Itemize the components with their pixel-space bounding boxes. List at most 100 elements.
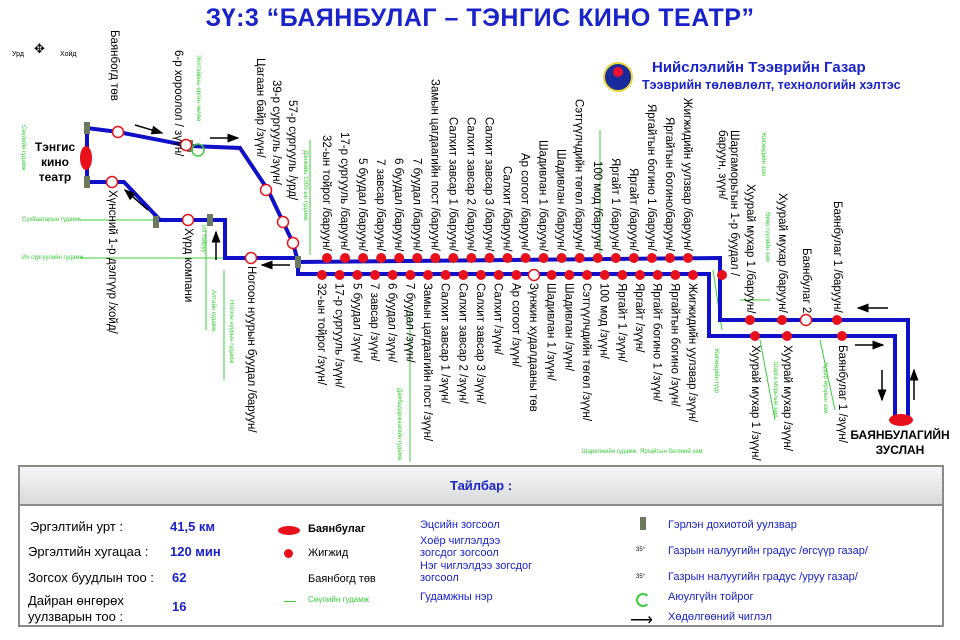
- terminal-start-label: Тэнгис кино театр: [34, 140, 76, 184]
- stop-marker: [244, 251, 258, 265]
- stop-marker: [592, 253, 603, 263]
- stop-label: Хуурай мухар 1 /баруун/: [744, 183, 756, 313]
- traffic-light-icon: [207, 214, 213, 226]
- traffic-light-icon: [295, 256, 301, 268]
- stop-marker: [520, 253, 531, 263]
- compass-west: Урд: [12, 51, 24, 58]
- stop-label: Яргайт 1 /баруун/: [608, 158, 621, 251]
- stop-marker: [334, 270, 345, 280]
- stop-label: 57-р сургууль /урд/: [286, 100, 298, 201]
- street-label: Хүдэр мухрын зам: [822, 362, 828, 414]
- compass-arrows-icon: ✥: [34, 41, 45, 56]
- stop-label: 5 буудал /зүүн/: [350, 283, 363, 363]
- stop-marker: [476, 270, 486, 280]
- stop-marker: [179, 138, 193, 152]
- stop-marker: [484, 253, 495, 263]
- stop-marker: [717, 270, 727, 280]
- stop-marker: [111, 125, 125, 139]
- traffic-light-icon: [84, 122, 90, 134]
- stop-label: Зүнжин худалдааны төв: [527, 283, 539, 412]
- stop-marker: [837, 331, 847, 341]
- legend-stop-icon: [284, 549, 293, 558]
- stop-label: Хуурай мухар /зүүн/: [781, 345, 793, 452]
- stop-label: 100 мод /баруун/: [590, 161, 603, 251]
- street-label: Жигжидийн гүүр: [713, 348, 719, 394]
- stop-marker: [574, 253, 585, 263]
- slope-up-icon: 35°: [636, 547, 646, 553]
- stop-label: Яргайт /баруун/: [626, 167, 639, 251]
- stop-marker: [527, 268, 541, 282]
- org-logo: [603, 62, 633, 92]
- legend-street-sample: Сөүлийн гудамж: [308, 595, 370, 604]
- stop-marker: [370, 270, 380, 280]
- stop-label: Жигжидийн уулзвар /баруун/: [681, 98, 693, 251]
- stop-marker: [394, 253, 405, 263]
- stop-marker: [317, 270, 327, 280]
- stop-marker: [448, 253, 459, 263]
- stat-length-label: Эргэлтийн урт :: [30, 519, 123, 534]
- stat-stops-value: 62: [172, 570, 187, 585]
- stop-label: 17-р сургууль /зүүн/: [332, 283, 345, 388]
- stop-label: Салхит завсар 2 /зүүн/: [456, 283, 469, 404]
- roundabout-icon: [191, 143, 205, 157]
- stop-marker: [664, 253, 675, 263]
- stop-label: Хүнсний 1-р дэлгүүр /хойд/: [106, 190, 118, 334]
- stop-marker: [511, 270, 522, 280]
- stop-label: Баянбулаг 1 /баруун/: [831, 201, 843, 313]
- route-title: ЗҮ:3 “БАЯНБУЛАГ – ТЭНГИС КИНО ТЕАТР”: [205, 4, 755, 32]
- stop-label: Шадивлан 1 /баруун/: [536, 139, 549, 251]
- stop-label: Салхит завсар 3 /зүүн/: [474, 283, 486, 404]
- stop-marker: [358, 253, 369, 263]
- stop-label: 6-р хороолол / зүүн/: [172, 50, 184, 157]
- stop-label: Баянбогд төв: [108, 30, 120, 101]
- stat-time-label: Эргэлтийн хугацаа :: [28, 544, 149, 559]
- stop-label: Яргайт 1 /зүүн/: [615, 283, 628, 363]
- street-label: Сүхбаатарын гудамж: [22, 217, 81, 223]
- stop-label: Шадивлан /зүүн/: [562, 283, 575, 372]
- stop-marker: [628, 253, 639, 263]
- traffic-light-icon: [153, 216, 159, 228]
- stop-marker: [617, 270, 628, 280]
- legend-one-way-label: Баянбогд төв: [308, 573, 376, 585]
- legend-slope-up: Газрын налуугийн градус /өгсүүр газар/: [668, 545, 868, 557]
- street-label: Яргайтын богиний зам: [640, 449, 703, 455]
- stop-label: Ногоон нуурын буудал /баруун/: [245, 266, 257, 433]
- street-label: Их сургуулийн гудамж: [22, 255, 84, 261]
- traffic-light-icon: [84, 176, 90, 188]
- stop-label: Хуурай мухар /баруун/: [776, 193, 788, 313]
- stop-marker: [683, 253, 693, 263]
- legend-title: Тайлбар :: [20, 467, 942, 506]
- street-label: Их тойруу: [200, 225, 206, 253]
- stop-label: 7 буудал /зүүн/: [403, 283, 416, 363]
- stop-label: Жигжидийн уулзвар /зүүн/: [686, 283, 698, 423]
- stop-marker: [322, 253, 332, 263]
- street-label: Энхтайвны өргөн чөлөө: [195, 55, 201, 122]
- stop-marker: [538, 253, 549, 263]
- terminal-end-line1: БАЯНБУЛАГИЙН: [850, 428, 950, 442]
- stop-marker: [556, 253, 567, 263]
- stop-marker: [376, 253, 387, 263]
- stop-marker: [670, 270, 681, 280]
- stop-label: Салхит /зүүн/: [491, 283, 504, 355]
- stop-label: 39-р сургууль /зүүн/: [270, 80, 282, 185]
- stop-marker: [286, 236, 300, 250]
- stop-label: Салхит завсар 3 /баруун/: [482, 116, 495, 251]
- stop-marker: [340, 253, 351, 263]
- stop-marker: [181, 213, 195, 227]
- stop-marker: [750, 331, 760, 341]
- legend-roundabout: Аюулгүйн тойрог: [668, 591, 754, 603]
- stop-label: Салхит завсар 1 /баруун/: [446, 116, 459, 251]
- stop-marker: [799, 313, 813, 327]
- stop-label: Цагаан байр /зүүн/: [254, 58, 266, 158]
- stop-label: Яргайтын богино 1 /баруун/: [644, 104, 657, 251]
- stop-marker: [466, 253, 477, 263]
- org-dept: Тээврийн төлөвлөлт, технологийн хэлтэс: [642, 78, 901, 92]
- compass-east: Хойд: [60, 51, 77, 58]
- street-label: Дамбадаржаагийн гудамж: [396, 388, 402, 461]
- street-label: Жигжидийн зам: [760, 132, 766, 176]
- stop-label: Ар согоот /зүүн/: [509, 283, 522, 367]
- legend-terminal-label: Баянбулаг: [308, 523, 366, 535]
- stop-label: Салхит завсар 2 /баруун/: [464, 116, 477, 251]
- stop-label: Яргайтын богино /зүүн/: [668, 283, 681, 407]
- street-label: Алтайн гудамж: [210, 290, 216, 332]
